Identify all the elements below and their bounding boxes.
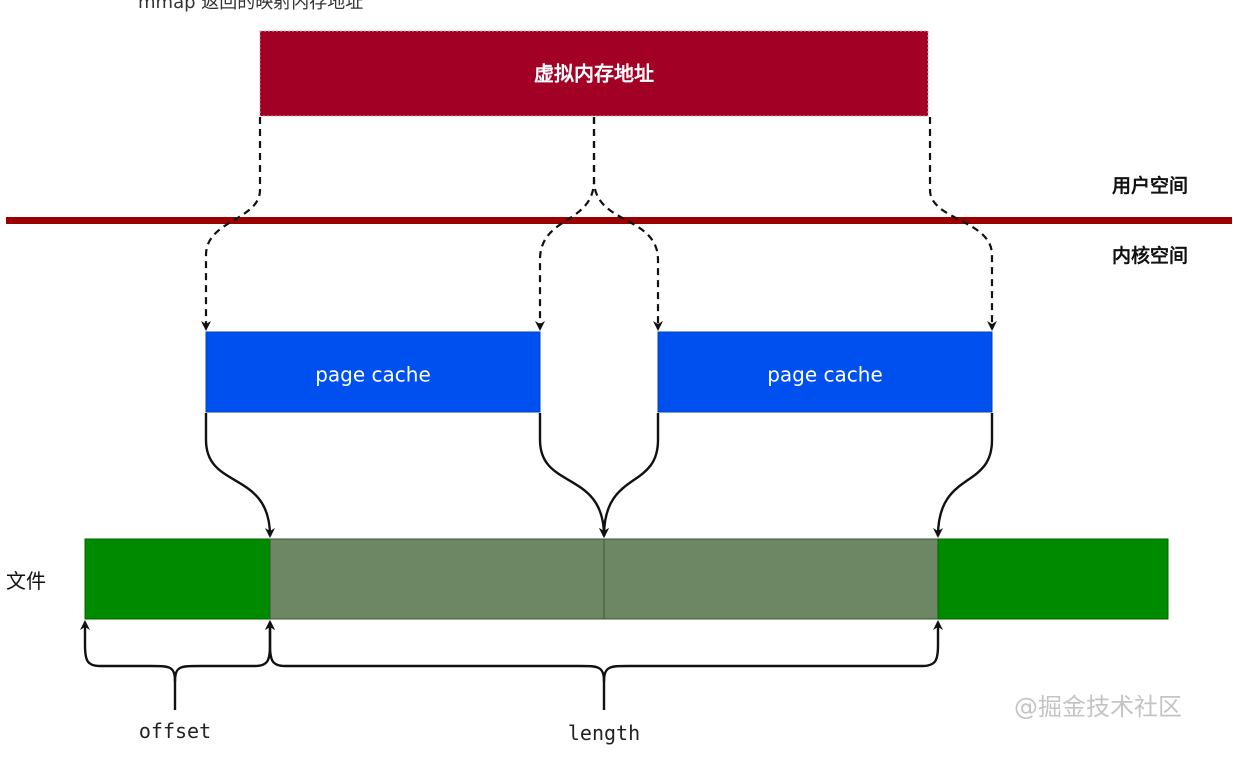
page-cache-box-1	[205, 331, 541, 413]
cache-arrow-3	[599, 413, 660, 538]
map-arrow-2	[535, 117, 596, 331]
length-label: length	[568, 721, 640, 745]
offset-label: offset	[139, 719, 211, 743]
file-label: 文件	[6, 569, 46, 593]
page-cache-label-2: page cache	[767, 363, 883, 387]
top-caption: mmap 返回的映射内存地址	[138, 0, 363, 13]
map-arrow-4	[928, 117, 997, 331]
offset-brace-left	[80, 620, 177, 710]
length-brace-left	[265, 620, 606, 710]
cache-arrow-2	[538, 413, 609, 538]
virtual-memory-box	[259, 30, 929, 117]
kernel-space-label: 内核空间	[1112, 244, 1188, 267]
page-cache-label-1: page cache	[315, 363, 431, 387]
cache-arrow-1	[204, 413, 275, 538]
file-tail-segment	[937, 538, 1169, 620]
file-mapped-segment-2	[603, 538, 939, 620]
file-mapped-segment-1	[269, 538, 605, 620]
cache-arrow-4	[933, 413, 994, 538]
file-offset-segment	[84, 538, 271, 620]
page-cache-box-2	[657, 331, 993, 413]
watermark: @掘金技术社区	[1014, 693, 1182, 721]
length-brace-right	[602, 620, 943, 683]
offset-brace-right	[173, 620, 275, 683]
virtual-memory-label: 虚拟内存地址	[534, 62, 654, 86]
user-space-label: 用户空间	[1112, 174, 1188, 197]
user-kernel-divider	[6, 217, 1232, 224]
map-arrow-1	[201, 117, 262, 331]
